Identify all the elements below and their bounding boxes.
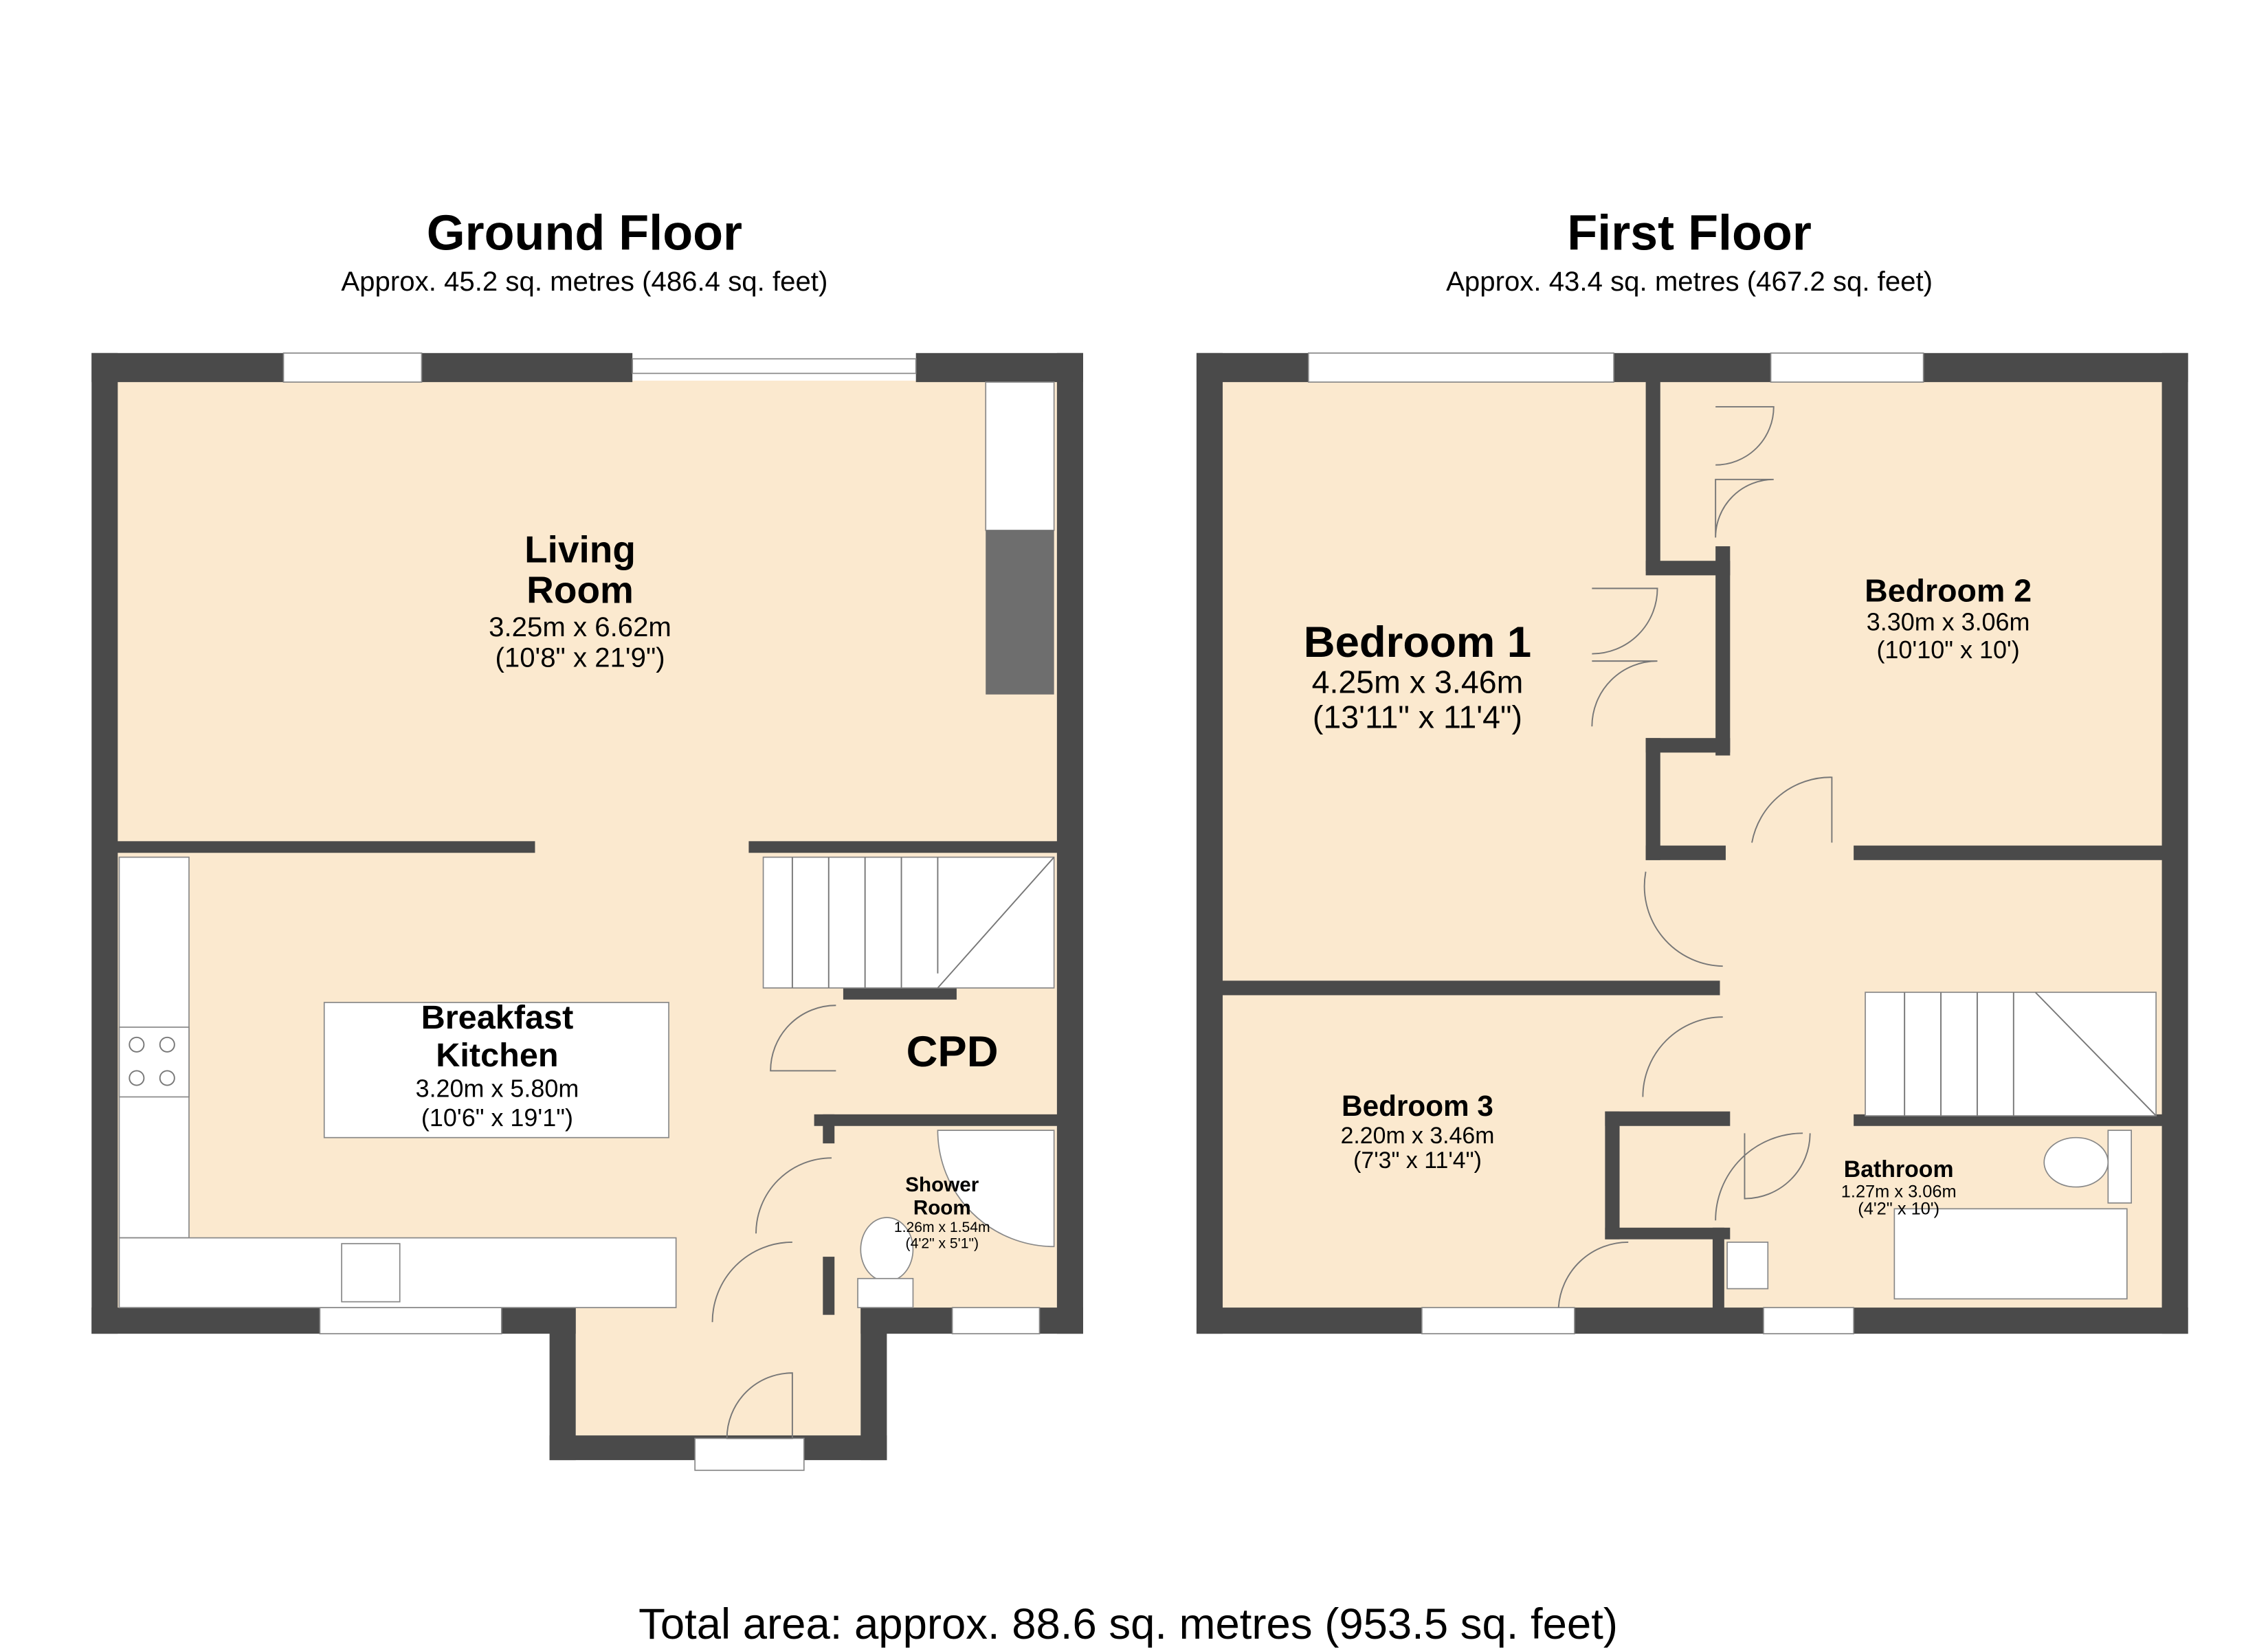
room-dims-imperial: (10'8" x 21'9")	[495, 642, 665, 673]
room-name-kitchen: Breakfast	[421, 999, 574, 1036]
window	[282, 352, 423, 383]
hob	[118, 1027, 190, 1098]
fireplace	[986, 530, 1054, 695]
room-dims: 3.20m x 5.80m	[416, 1074, 579, 1102]
total-area: Total area: approx. 88.6 sq. metres (953…	[638, 1600, 1618, 1648]
room-dims-imperial: (7'3" x 11'4")	[1353, 1147, 1482, 1174]
shower-tray	[937, 1130, 1055, 1248]
room-name-living-2: Room	[526, 569, 634, 612]
sink	[341, 1243, 401, 1303]
room-dims-imperial: (10'6" x 19'1")	[421, 1103, 573, 1132]
window	[319, 1307, 502, 1334]
room-name-living: Living	[524, 528, 636, 570]
room-name-kitchen-2: Kitchen	[436, 1037, 558, 1074]
room-dims-imperial: (13'11" x 11'4")	[1313, 699, 1522, 734]
first-floor-area: Approx. 43.4 sq. metres (467.2 sq. feet)	[1446, 266, 1933, 297]
room-name-bedroom-2: Bedroom 2	[1865, 572, 2032, 608]
room-name-cpd: CPD	[907, 1028, 999, 1076]
patio-door	[632, 358, 917, 374]
wall	[91, 352, 118, 1334]
bath	[1893, 1208, 2128, 1300]
stairs	[762, 856, 1055, 989]
breakfast-island	[323, 1002, 669, 1138]
room-dims-imperial: (4'2" x 10')	[1858, 1200, 1939, 1219]
room-dims: 3.25m x 6.62m	[489, 612, 671, 642]
room-dims: 3.30m x 3.06m	[1867, 608, 2030, 636]
ground-floor-plan: Ground Floor Approx. 45.2 sq. metres (48…	[91, 206, 1083, 1471]
front-door	[694, 1437, 805, 1471]
first-floor-plan: First Floor Approx. 43.4 sq. metres (467…	[1196, 206, 2188, 1334]
room-dims: 4.25m x 3.46m	[1312, 664, 1524, 700]
room-name-bedroom-1: Bedroom 1	[1304, 618, 1531, 666]
room-name-shower: Shower	[905, 1174, 979, 1196]
room-dims: 2.20m x 3.46m	[1341, 1123, 1495, 1149]
room-name-shower-2: Room	[913, 1197, 971, 1220]
first-floor-title: First Floor	[1567, 206, 1812, 261]
room-dims: 1.27m x 3.06m	[1841, 1182, 1957, 1201]
room-dims-imperial: (4'2" x 5'1")	[906, 1235, 979, 1251]
ground-floor-area: Approx. 45.2 sq. metres (486.4 sq. feet)	[341, 266, 827, 297]
room-name-bathroom: Bathroom	[1844, 1156, 1954, 1182]
ground-floor-title: Ground Floor	[427, 206, 742, 261]
room-dims: 1.26m x 1.54m	[894, 1220, 990, 1235]
toilet	[2043, 1136, 2109, 1188]
stairs	[1865, 991, 2157, 1117]
window	[1308, 352, 1614, 383]
room-dims-imperial: (10'10" x 10')	[1876, 636, 2019, 664]
room-name-bedroom-3: Bedroom 3	[1342, 1090, 1493, 1122]
basin	[1726, 1242, 1769, 1290]
